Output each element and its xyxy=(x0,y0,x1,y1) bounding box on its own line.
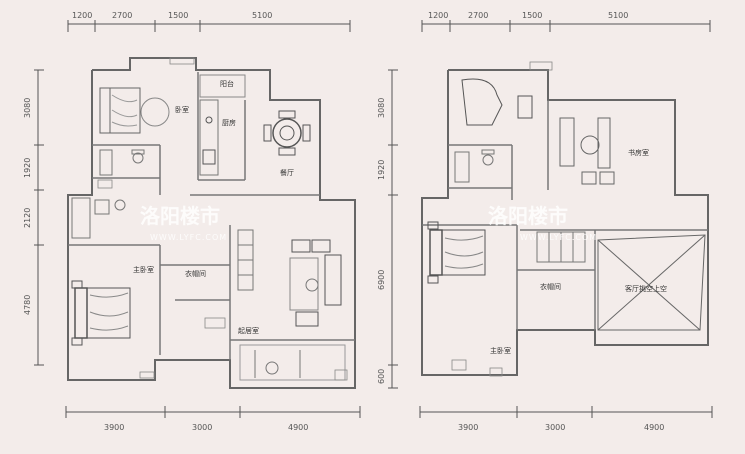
right-bathroom-fixtures xyxy=(454,149,495,183)
right-bottom-dimension-labels: 3900 3000 4900 xyxy=(458,423,664,432)
left-balcony-outline xyxy=(199,74,246,98)
left-room-labels: 卧室 阳台 厨房 餐厅 主卧室 衣帽间 起居室 xyxy=(133,79,294,335)
left-side-dimension-labels: 3080 1920 2120 4780 xyxy=(23,98,32,315)
room-label-master-bedroom: 主卧室 xyxy=(133,265,154,274)
dim-label: 2700 xyxy=(468,11,488,20)
dim-label: 5100 xyxy=(252,11,272,20)
left-top-dimension-labels: 1200 2700 1500 5100 xyxy=(72,11,272,20)
double-height-void xyxy=(597,234,706,331)
dim-label: 600 xyxy=(377,369,386,384)
dim-label: 4900 xyxy=(288,423,308,432)
right-bottom-dimension-line xyxy=(419,406,713,418)
kitchen-counter xyxy=(199,99,219,176)
left-outer-walls xyxy=(67,57,356,389)
dim-label: 2700 xyxy=(112,11,132,20)
dim-label: 4780 xyxy=(23,295,32,315)
stove-icon xyxy=(202,149,216,165)
left-window-hatch xyxy=(97,57,348,381)
watermark-url: WWW.LYFC.COM xyxy=(520,233,597,242)
room-label-cloakroom: 衣帽间 xyxy=(540,282,561,291)
dim-label: 1500 xyxy=(522,11,542,20)
right-window-hatch xyxy=(451,61,553,377)
left-inner-walls xyxy=(68,72,355,360)
right-side-dimension-line xyxy=(388,69,398,389)
dim-label: 3900 xyxy=(104,423,124,432)
dim-label: 3080 xyxy=(377,98,386,118)
room-label-study: 书房室 xyxy=(628,148,649,157)
dim-label: 3000 xyxy=(192,423,212,432)
dim-label: 4900 xyxy=(644,423,664,432)
dim-label: 3080 xyxy=(23,98,32,118)
right-outer-walls xyxy=(421,69,709,376)
room-label-bedroom: 卧室 xyxy=(175,105,189,114)
watermark-right: 洛阳楼市 WWW.LYFC.COM xyxy=(488,204,597,242)
room-label-dining: 餐厅 xyxy=(280,168,294,177)
left-bathroom-fixtures xyxy=(71,197,126,239)
dim-label: 3900 xyxy=(458,423,478,432)
bottom-terrace-furniture xyxy=(239,344,346,381)
room-label-master-bedroom: 主卧室 xyxy=(490,346,511,355)
dim-label: 1920 xyxy=(23,158,32,178)
dim-label: 1200 xyxy=(428,11,448,20)
piano-icon xyxy=(461,78,533,126)
right-master-bed-icon xyxy=(427,221,486,284)
left-staircase xyxy=(237,229,254,291)
master-bed-icon xyxy=(71,280,131,346)
dim-label: 3000 xyxy=(545,423,565,432)
study-furniture-icon xyxy=(559,117,615,185)
room-label-cloakroom: 衣帽间 xyxy=(185,269,206,278)
dim-label: 6900 xyxy=(377,270,386,290)
left-bathroom-top-fixtures xyxy=(99,149,145,176)
room-label-kitchen: 厨房 xyxy=(222,118,236,127)
right-staircase xyxy=(536,231,586,263)
right-room-labels: 书房室 衣帽间 主卧室 客厅挑空上空 xyxy=(490,148,667,355)
watermark-left: 洛阳楼市 WWW.LYFC.COM xyxy=(140,204,227,242)
left-side-dimension-line xyxy=(34,69,44,366)
room-label-void: 客厅挑空上空 xyxy=(625,284,667,293)
left-bottom-dimension-labels: 3900 3000 4900 xyxy=(104,423,308,432)
room-label-living-room: 起居室 xyxy=(238,326,259,335)
right-side-dimension-labels: 3080 1920 6900 600 xyxy=(377,98,386,384)
top-bedroom-bed-icon xyxy=(99,87,170,134)
left-top-dimension-line xyxy=(67,20,351,32)
right-top-dimension-line xyxy=(421,20,711,32)
watermark-url: WWW.LYFC.COM xyxy=(150,233,227,242)
dim-label: 1500 xyxy=(168,11,188,20)
dim-label: 2120 xyxy=(23,208,32,228)
kitchen-sink-icon xyxy=(205,116,213,124)
right-floorplan xyxy=(388,20,713,418)
room-label-balcony: 阳台 xyxy=(220,79,234,88)
living-room-sofa-set-icon xyxy=(289,239,342,327)
dim-label: 1200 xyxy=(72,11,92,20)
left-bottom-dimension-line xyxy=(65,406,361,418)
watermark-text: 洛阳楼市 xyxy=(488,204,568,228)
left-floorplan xyxy=(34,20,361,418)
dim-label: 1920 xyxy=(377,160,386,180)
dining-table-icon xyxy=(263,110,311,156)
dim-label: 5100 xyxy=(608,11,628,20)
right-top-dimension-labels: 1200 2700 1500 5100 xyxy=(428,11,628,20)
watermark-text: 洛阳楼市 xyxy=(140,204,220,228)
